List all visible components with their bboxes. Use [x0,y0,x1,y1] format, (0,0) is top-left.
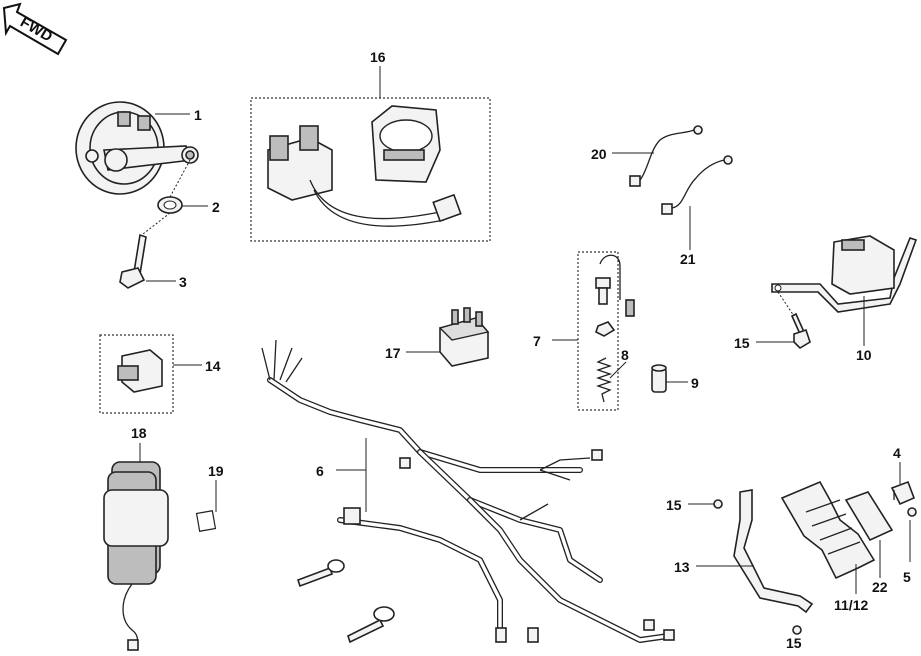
screw-15-lower [792,625,802,635]
callout-6: 6 [316,463,324,479]
part-7-group-box [577,251,619,411]
callout-18: 18 [131,425,147,441]
callout-19: 19 [208,463,224,479]
nut-5 [907,507,917,517]
clip-4 [890,480,916,506]
callout-8: 8 [621,347,629,363]
callout-22: 22 [872,579,888,595]
callout-5: 5 [903,569,911,585]
harness-bolt-upper [296,559,345,588]
callout-3: 3 [179,274,187,290]
callout-13: 13 [674,559,690,575]
callout-9: 9 [691,375,699,391]
callout-16: 16 [370,49,386,65]
switch-cap [651,364,667,393]
wire-harness [261,339,675,643]
wire-lead-20 [629,125,703,187]
relay-boot [371,105,441,183]
wire-lead-21 [661,155,733,215]
washer [157,159,191,214]
nut [595,321,616,337]
heat-shield-plate [780,480,876,580]
starter-relay [267,125,462,227]
callout-15-upper: 15 [734,335,750,351]
callout-21: 21 [680,251,696,267]
callout-10: 10 [856,347,872,363]
regulator [103,461,169,651]
horn [75,101,199,195]
part-16-group-box [250,97,491,242]
screw-15-mid [713,499,723,509]
callout-7: 7 [533,333,541,349]
callout-4: 4 [893,445,901,461]
relay-17 [438,307,490,367]
fwd-arrow-icon: FWD [2,2,68,56]
harness-bolt-lower [347,606,395,644]
bracket-13 [733,489,814,614]
bolt-15-upper [777,291,811,350]
callout-2: 2 [212,199,220,215]
callout-1: 1 [194,107,202,123]
callout-17: 17 [385,345,401,361]
bolt [119,212,171,289]
callout-15-mid: 15 [666,497,682,513]
callout-20: 20 [591,146,607,162]
fuse [195,510,217,532]
flasher-unit [117,349,163,393]
callout-11-12: 11/12 [834,597,868,613]
brake-switch [595,254,635,317]
spring [595,357,613,403]
part-14-group-box [99,334,174,414]
mounting-bracket [771,235,918,313]
callout-15-lower: 15 [786,635,802,651]
insulator-pad [844,491,894,542]
callout-14: 14 [205,358,221,374]
